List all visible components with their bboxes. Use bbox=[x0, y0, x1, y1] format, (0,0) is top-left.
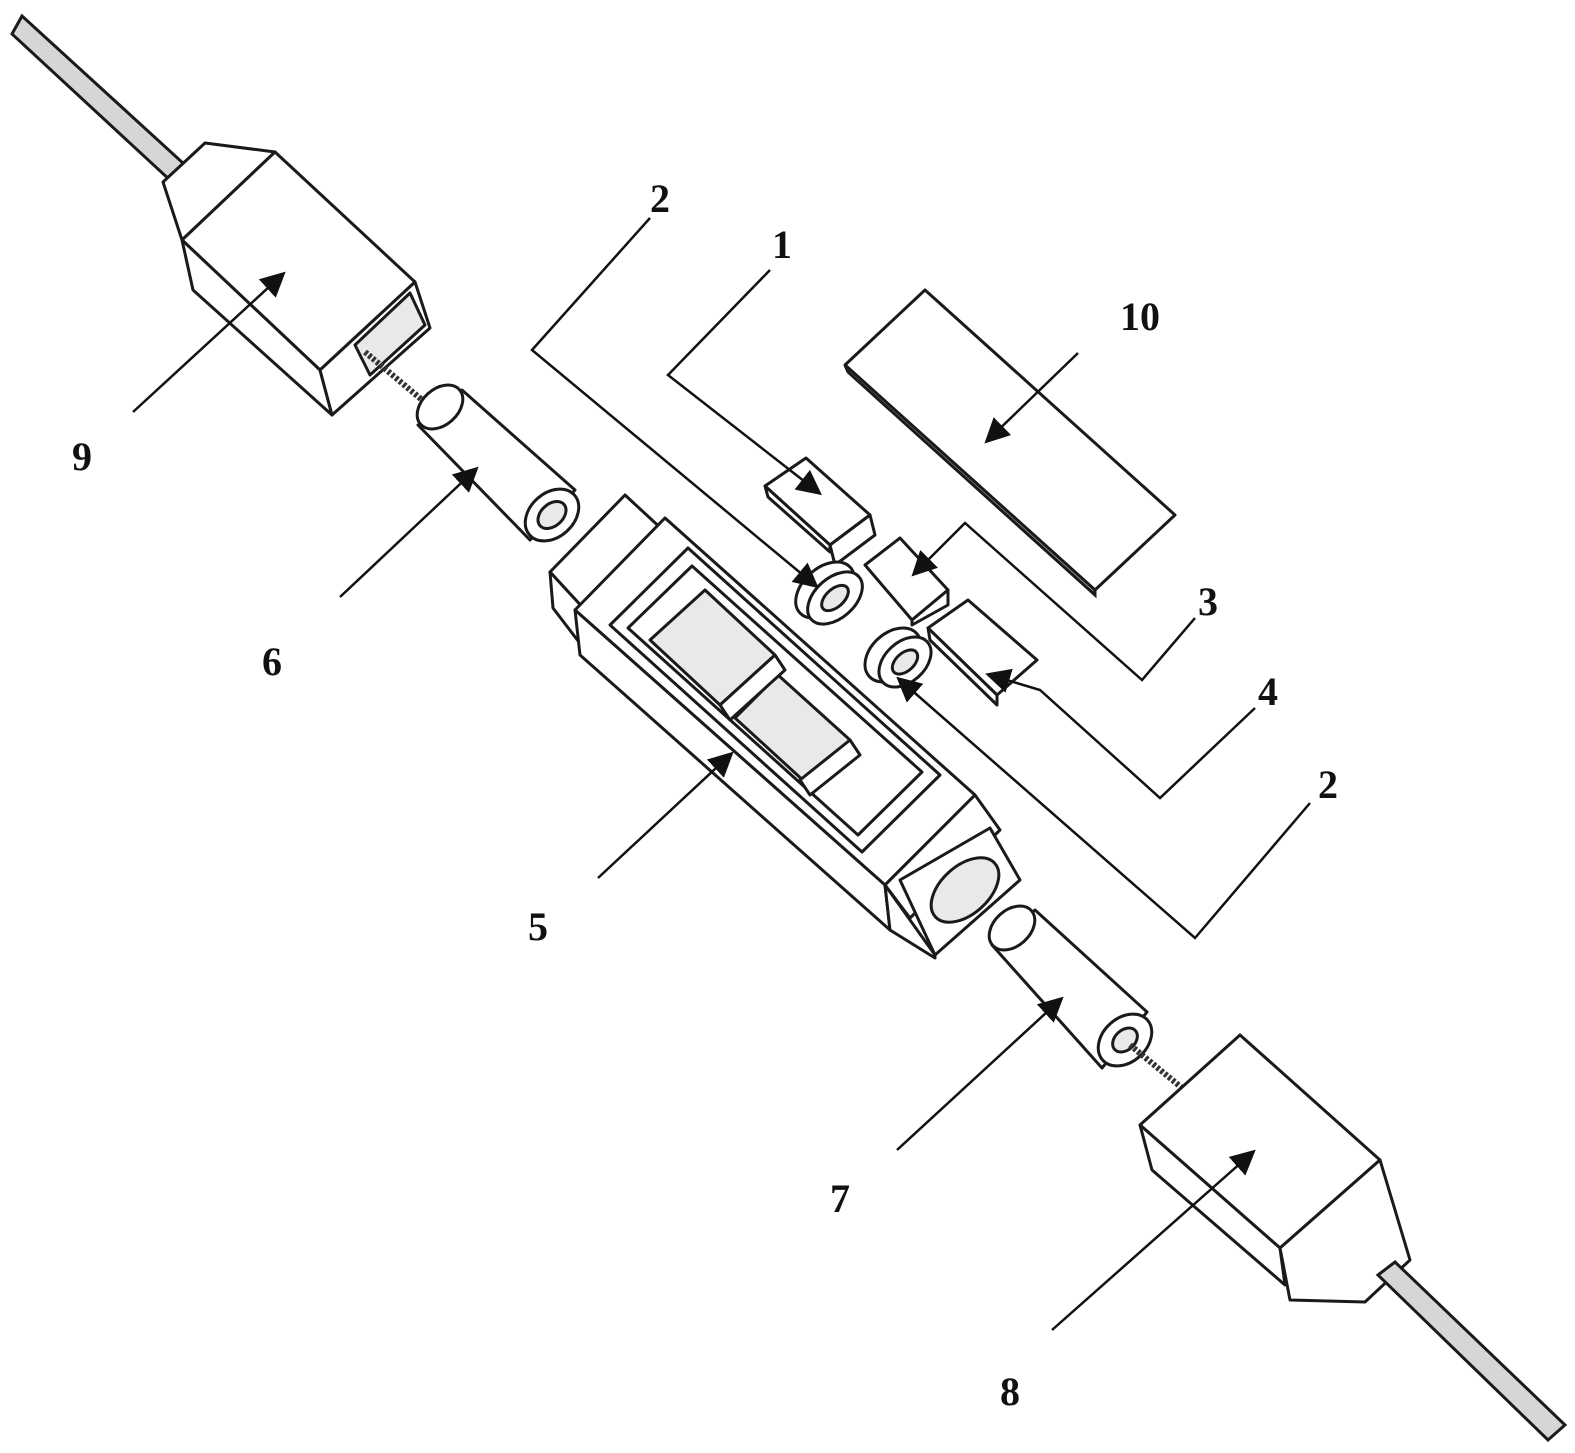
ferrule-7-fiber-strand bbox=[1130, 1045, 1182, 1088]
label-part-6: 6 bbox=[262, 639, 282, 684]
leader-8 bbox=[1052, 1153, 1252, 1330]
leader-5 bbox=[598, 755, 730, 878]
label-part-1: 1 bbox=[772, 222, 792, 267]
ring-2-upper bbox=[785, 551, 872, 634]
connector-8 bbox=[1140, 1035, 1565, 1440]
part-labels: 9 6 5 7 8 2 1 10 3 4 2 bbox=[72, 176, 1338, 1414]
label-part-3: 3 bbox=[1198, 579, 1218, 624]
leader-1 bbox=[668, 270, 818, 492]
label-part-8: 8 bbox=[1000, 1369, 1020, 1414]
ferrule-7 bbox=[981, 897, 1182, 1088]
connector-9 bbox=[12, 16, 440, 415]
label-part-9: 9 bbox=[72, 434, 92, 479]
label-part-4: 4 bbox=[1258, 669, 1278, 714]
fiber-cable-lower bbox=[1378, 1262, 1565, 1440]
label-part-5: 5 bbox=[528, 904, 548, 949]
fiber-cable-upper bbox=[12, 16, 184, 182]
leader-6 bbox=[340, 470, 475, 597]
label-part-2-upper: 2 bbox=[650, 176, 670, 221]
label-part-10: 10 bbox=[1120, 294, 1160, 339]
housing-5 bbox=[550, 495, 1020, 958]
block-4 bbox=[928, 600, 1037, 705]
ferrule-6 bbox=[409, 376, 589, 551]
block-1 bbox=[765, 458, 875, 565]
leader-4 bbox=[990, 675, 1255, 798]
label-part-2-lower: 2 bbox=[1318, 762, 1338, 807]
label-part-7: 7 bbox=[830, 1176, 850, 1221]
leader-7 bbox=[897, 1000, 1060, 1150]
